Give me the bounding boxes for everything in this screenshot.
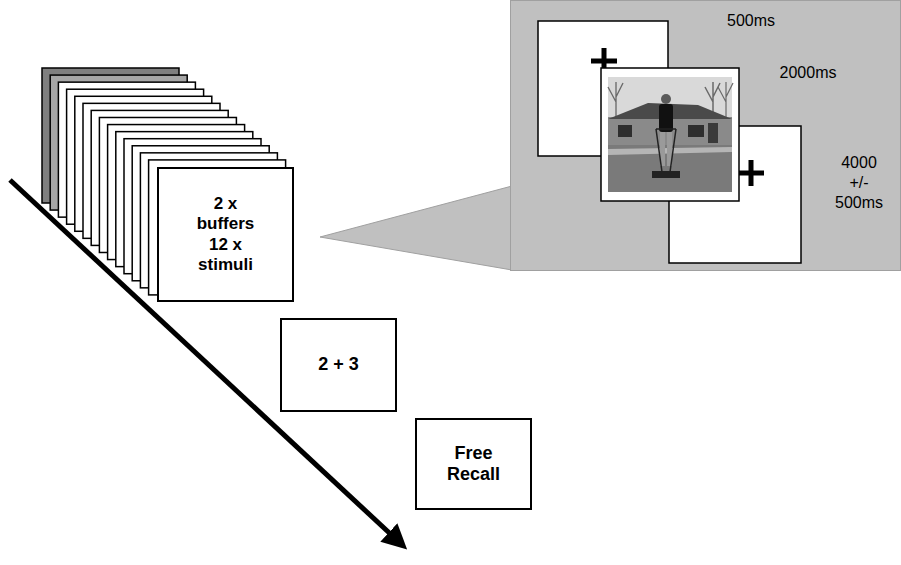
timing-label: 2000ms bbox=[773, 63, 843, 83]
box-label: 2 x buffers 12 x stimuli bbox=[188, 194, 264, 274]
fixation-cross bbox=[749, 160, 754, 186]
timing-label: 4000 +/- 500ms bbox=[831, 153, 887, 213]
box-label: 2 + 3 bbox=[318, 354, 359, 375]
free-recall-box: Free Recall bbox=[415, 418, 532, 510]
picture-screen bbox=[601, 68, 739, 201]
trial-timing-panel: 500ms 2000ms 4000 +/- 500ms bbox=[510, 0, 901, 271]
distractor-task-box: 2 + 3 bbox=[280, 318, 397, 412]
scene-photo bbox=[608, 77, 733, 192]
callout-wedge bbox=[320, 186, 512, 270]
trial-frames bbox=[511, 1, 901, 272]
box-label: Free Recall bbox=[439, 443, 509, 485]
study-list-card: 2 x buffers 12 x stimuli bbox=[157, 167, 294, 302]
timing-label: 500ms bbox=[716, 11, 786, 31]
